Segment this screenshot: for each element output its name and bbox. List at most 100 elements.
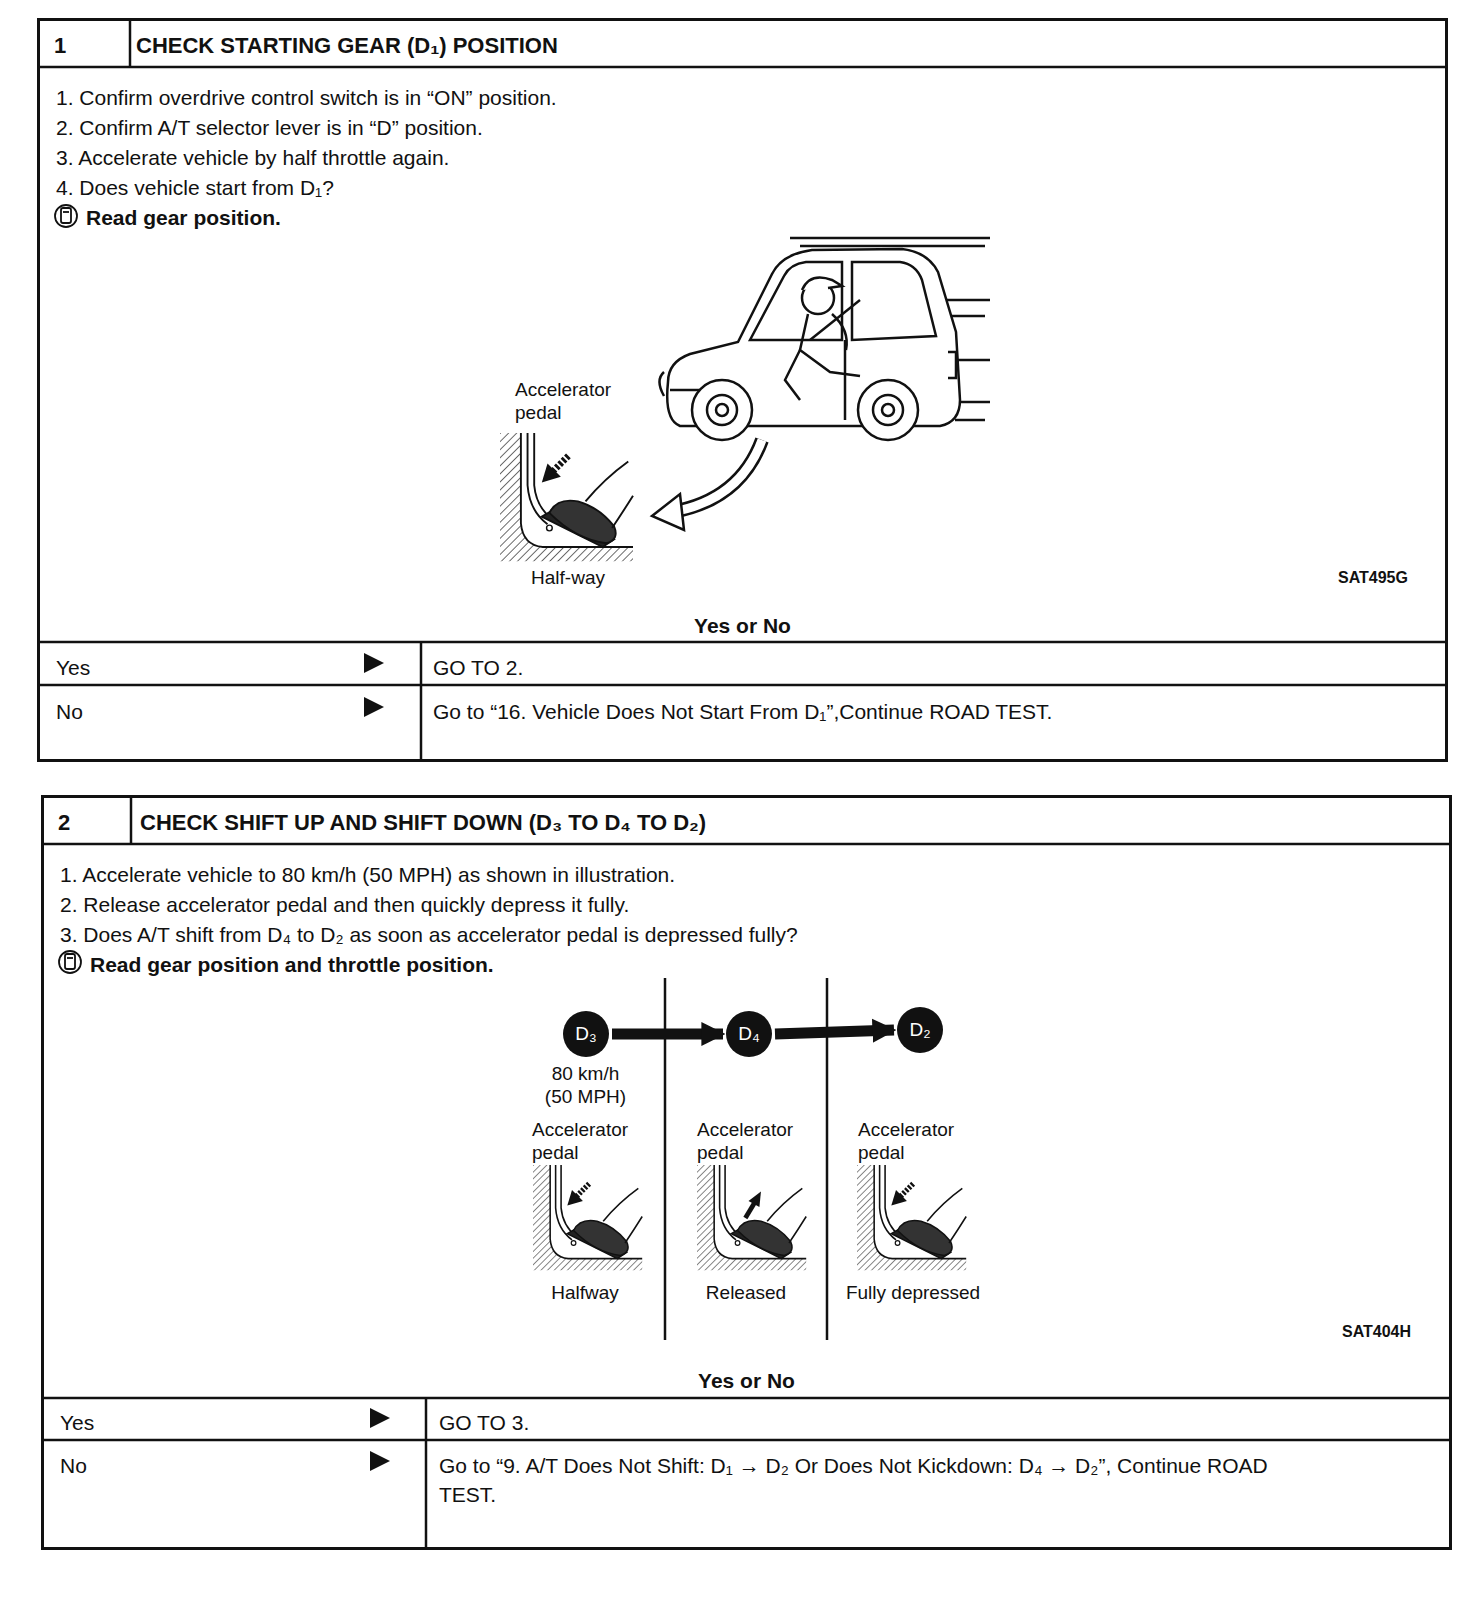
table-text: 1. Accelerate vehicle to 80 km/h (50 MPH… <box>60 860 1420 889</box>
figure-code: SAT404H <box>1342 1320 1432 1343</box>
gear-label: D₄ <box>738 1023 759 1045</box>
artwork-line <box>41 1397 1452 1400</box>
table-text: 3. Does A/T shift from D₄ to D₂ as soon … <box>60 920 1420 949</box>
car-illustration <box>660 238 991 440</box>
artwork-line <box>41 843 1452 846</box>
table-text: 2. Release accelerator pedal and then qu… <box>60 890 1420 919</box>
block-arrow <box>612 1029 723 1040</box>
artwork-use <box>500 433 633 561</box>
artwork-circle <box>55 205 77 227</box>
block-arrow <box>775 1030 894 1034</box>
gear-badge: D₃ <box>563 1011 609 1057</box>
artwork-path <box>785 350 800 400</box>
table-text: Read gear position. <box>86 203 1386 232</box>
table-text: 1. Confirm overdrive control switch is i… <box>56 83 1416 112</box>
table-text: 3. Accelerate vehicle by half throttle a… <box>56 143 1416 172</box>
artwork-use <box>697 1165 806 1270</box>
artwork-line <box>420 642 423 762</box>
step-table: 1CHECK STARTING GEAR (D₁) POSITION1. Con… <box>37 18 1448 762</box>
table-text: 2. Confirm A/T selector lever is in “D” … <box>56 113 1416 142</box>
artwork-line <box>950 315 985 318</box>
figure-code: SAT495G <box>1338 566 1428 589</box>
artwork-line <box>955 359 990 362</box>
illustration-label: Accelerator pedal <box>532 1118 628 1164</box>
table-text: Yes or No <box>40 611 1445 640</box>
illustration-label: Halfway <box>545 1281 625 1304</box>
artwork-line <box>960 401 990 404</box>
artwork-polygon <box>364 653 384 673</box>
table-rules <box>37 18 1452 1549</box>
artwork-line <box>790 237 990 240</box>
row-arrow-symbols <box>364 653 390 1471</box>
artwork-line <box>67 957 73 959</box>
artwork-use <box>745 1192 761 1219</box>
artwork-line <box>63 211 69 213</box>
artwork-rect <box>61 208 71 223</box>
illustration-label: Fully depressed <box>843 1281 983 1304</box>
artwork-polygon <box>652 494 684 530</box>
gear-badge: D₂ <box>897 1007 943 1053</box>
illustration-label: Released <box>696 1281 796 1304</box>
table-text: Yes or No <box>44 1366 1449 1395</box>
illustration-label: Accelerator pedal <box>858 1118 954 1164</box>
artwork-line <box>800 245 985 248</box>
illustration-label: Accelerator pedal <box>515 378 611 424</box>
step-table: 2CHECK SHIFT UP AND SHIFT DOWN (D₃ TO D₄… <box>41 795 1452 1550</box>
scan-tool-icon <box>55 205 81 973</box>
artwork-line <box>41 1439 1452 1442</box>
artwork-path <box>672 440 762 512</box>
artwork-circle <box>692 380 752 440</box>
table-text: Go to “16. Vehicle Does Not Start From D… <box>433 697 1433 726</box>
step-heading: CHECK STARTING GEAR (D₁) POSITION <box>136 31 1336 60</box>
table-text: No <box>56 697 356 726</box>
gear-label: D₃ <box>575 1023 596 1045</box>
artwork-path <box>660 372 665 396</box>
artwork-path <box>672 440 762 512</box>
artwork-circle <box>882 404 894 416</box>
gear-badge: D₄ <box>726 1011 772 1057</box>
artwork-path <box>852 262 936 340</box>
artwork-use <box>567 1184 589 1206</box>
artwork-polygon <box>370 1451 390 1471</box>
artwork-line <box>37 66 1448 69</box>
artwork-line <box>425 1398 428 1549</box>
pedal-illustration <box>500 433 966 1270</box>
artwork-line <box>844 340 847 420</box>
artwork-use <box>857 1165 966 1270</box>
illustration-label: Accelerator pedal <box>697 1118 793 1164</box>
table-text: GO TO 3. <box>439 1408 1439 1437</box>
artwork-rect <box>65 954 75 969</box>
artwork-circle <box>858 380 918 440</box>
artwork-line <box>130 795 133 844</box>
table-text: Yes <box>60 1408 360 1437</box>
table-text: Read gear position and throttle position… <box>90 950 1390 979</box>
table-text: No <box>60 1451 360 1480</box>
artwork-use <box>891 1184 913 1206</box>
artwork-line <box>37 684 1448 687</box>
illustration-label: Half-way <box>528 566 608 589</box>
artwork-polygon <box>364 697 384 717</box>
artwork-circle <box>707 395 737 425</box>
artwork-path <box>750 262 842 340</box>
artwork-use <box>533 1165 642 1270</box>
artwork-line <box>670 389 700 392</box>
table-text: Go to “9. A/T Does Not Shift: D₁ → D₂ Or… <box>439 1451 1299 1509</box>
artwork-circle <box>716 404 728 416</box>
table-text: GO TO 2. <box>433 653 1433 682</box>
gear-label: D₂ <box>909 1019 930 1041</box>
artwork-line <box>955 419 985 422</box>
artwork-circle <box>59 951 81 973</box>
artwork-path <box>802 278 842 290</box>
artwork-line <box>945 299 990 302</box>
artwork-line <box>810 300 860 340</box>
artwork-use <box>542 456 569 483</box>
artwork-line <box>37 641 1448 644</box>
table-text: 4. Does vehicle start from D₁? <box>56 173 1416 202</box>
step-heading: 2 <box>58 808 118 837</box>
artwork-polygon <box>370 1408 390 1428</box>
table-text: Yes <box>56 653 356 682</box>
artwork-path <box>948 352 956 378</box>
